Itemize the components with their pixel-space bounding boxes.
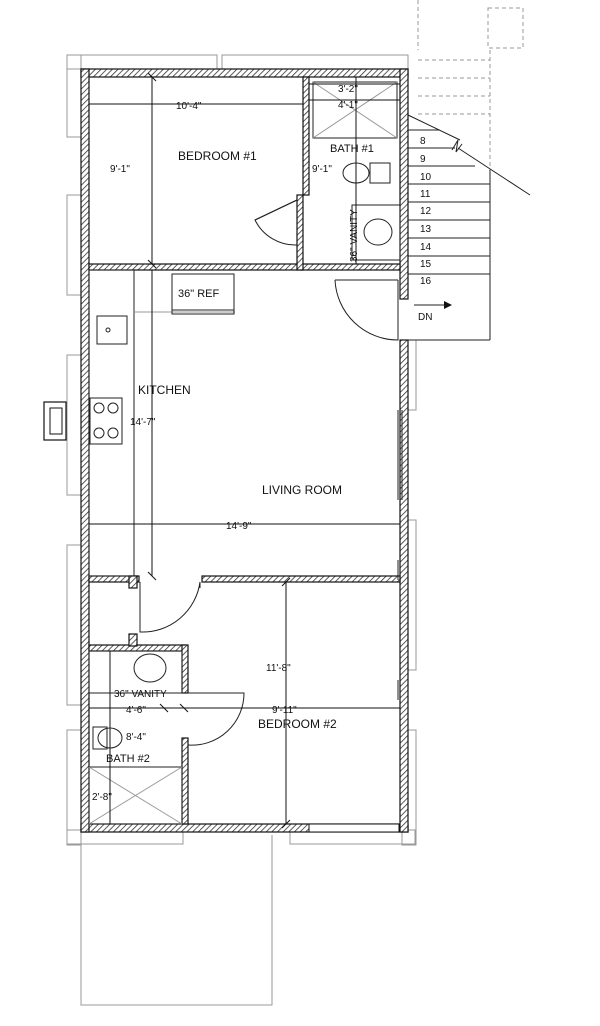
interior-walls bbox=[88, 76, 401, 825]
dim-label: 14'-7" bbox=[130, 417, 156, 428]
room-labels: BEDROOM #1 BATH #1 KITCHEN LIVING ROOM B… bbox=[106, 143, 374, 765]
fixture-label-vanity1: 36" VANITY bbox=[349, 209, 360, 262]
stair-step-label: 8 bbox=[420, 136, 426, 147]
dim-label: 3'-2" bbox=[338, 84, 358, 95]
room-label-bath2: BATH #2 bbox=[106, 753, 150, 765]
sink-1 bbox=[363, 218, 393, 246]
dim-label: 14'-9" bbox=[226, 521, 252, 532]
room-label-kitchen: KITCHEN bbox=[138, 383, 191, 397]
room-label-bedroom2: BEDROOM #2 bbox=[258, 717, 337, 731]
shower-1 bbox=[312, 81, 398, 139]
sink-2 bbox=[133, 653, 167, 683]
stair-step-label: 11 bbox=[420, 189, 431, 200]
dim-label: 8'-4" bbox=[126, 732, 146, 743]
fixture-labels: 36" REF 36" VANITY 36" VANITY bbox=[114, 209, 360, 700]
stair-direction-label: DN bbox=[418, 312, 432, 323]
dimension-lines bbox=[89, 72, 400, 829]
dim-label: 11'-8" bbox=[266, 663, 291, 674]
refrigerator bbox=[171, 273, 235, 315]
stair-step-label: 9 bbox=[420, 154, 426, 165]
dimension-labels: 10'-4" 9'-1" 3'-2" 4'-1" 9'-1" 14'-7" 14… bbox=[92, 84, 358, 803]
dim-label: 9'-1" bbox=[312, 164, 332, 175]
kitchen-fixtures bbox=[88, 269, 235, 577]
room-label-bath1: BATH #1 bbox=[330, 143, 374, 155]
bath2-fixtures bbox=[88, 650, 183, 825]
cooktop bbox=[89, 397, 123, 445]
stairs: 8 9 10 11 12 13 14 15 16 DN bbox=[407, 114, 531, 341]
dim-label: 10'-4" bbox=[176, 101, 202, 112]
dim-label: 4'-1" bbox=[338, 100, 358, 111]
stair-step-label: 16 bbox=[420, 276, 432, 287]
stair-step-label: 12 bbox=[420, 206, 432, 217]
stair-step-label: 15 bbox=[420, 259, 432, 270]
dim-label: 9'-1" bbox=[110, 164, 130, 175]
upper-landing bbox=[417, 0, 524, 170]
shower-2 bbox=[88, 766, 183, 825]
dim-label: 4'-6" bbox=[126, 705, 146, 716]
stair-step-label: 10 bbox=[420, 172, 432, 183]
stair-step-label: 13 bbox=[420, 224, 432, 235]
room-label-living-room: LIVING ROOM bbox=[262, 483, 342, 497]
stair-step-label: 14 bbox=[420, 242, 432, 253]
windows bbox=[397, 410, 403, 700]
dim-label: 9'-11" bbox=[272, 705, 297, 716]
dim-label: 2'-8" bbox=[92, 792, 112, 803]
kitchen-sink bbox=[96, 315, 128, 345]
fixture-label-vanity2: 36" VANITY bbox=[114, 689, 167, 700]
exterior-walls bbox=[80, 68, 409, 833]
fixture-label-ref: 36" REF bbox=[178, 288, 219, 300]
room-label-bedroom1: BEDROOM #1 bbox=[178, 149, 257, 163]
doors bbox=[139, 199, 399, 746]
